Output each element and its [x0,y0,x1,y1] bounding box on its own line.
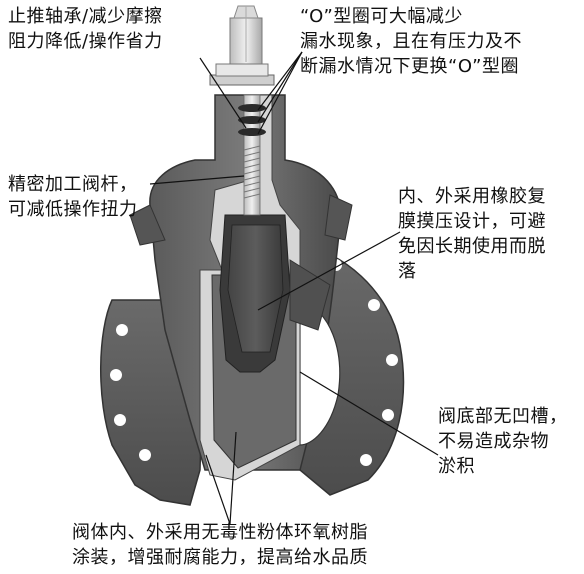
callout-line: 淤积 [438,456,475,477]
o-ring [238,116,266,124]
flange-bolt-hole [360,454,372,466]
callout-line: 不易造成杂物 [438,431,549,452]
flange-bolt-hole [386,354,398,366]
o-ring [238,104,266,112]
callout-epoxy-coating: 阀体内、外采用无毒性粉体环氧树脂 涂装，增强耐腐能力，提高给水品质 [72,520,368,570]
callout-line: “O”型圈可大幅减少 [300,6,463,27]
callout-line: 阀底部无凹槽， [438,406,568,427]
callout-rubber-wedge: 内、外采用橡胶复 膜摸压设计，可避 免因长期使用而脱 落 [398,184,546,284]
callout-line: 膜摸压设计，可避 [398,211,546,232]
callout-thrust-bearing: 止推轴承/减少摩擦 阻力降低/操作省力 [8,4,163,54]
rubber-coated-wedge [219,214,331,373]
callout-o-ring: “O”型圈可大幅减少 漏水现象，且在有压力及不 断漏水情况下更换“O”型圈 [300,4,522,79]
o-ring [238,128,266,136]
callout-line: 落 [398,261,417,282]
callout-line: 止推轴承/减少摩擦 [8,6,163,27]
callout-line: 阻力降低/操作省力 [8,31,163,52]
callout-precision-stem: 精密加工阀杆， 可减低操作扭力 [8,172,138,222]
callout-line: 涂装，增强耐腐能力，提高给水品质 [72,547,368,568]
flange-bolt-hole [110,369,122,381]
callout-line: 可减低操作扭力 [8,199,138,220]
flange-bolt-hole [368,299,380,311]
flange-bolt-hole [114,414,126,426]
callout-line: 内、外采用橡胶复 [398,186,546,207]
flange-bolt-hole [382,409,394,421]
operating-nut [209,5,275,86]
callout-no-groove-bottom: 阀底部无凹槽， 不易造成杂物 淤积 [438,404,568,479]
callout-line: 免因长期使用而脱 [398,236,546,257]
leader-lines [149,51,439,525]
callout-line: 断漏水情况下更换“O”型圈 [300,56,520,77]
callout-line: 漏水现象，且在有压力及不 [300,31,522,52]
flange-bolt-hole [139,449,151,461]
flange-bolt-hole [116,324,128,336]
callout-line: 阀体内、外采用无毒性粉体环氧树脂 [72,522,368,543]
callout-line: 精密加工阀杆， [8,174,138,195]
valve-stem [238,94,266,216]
